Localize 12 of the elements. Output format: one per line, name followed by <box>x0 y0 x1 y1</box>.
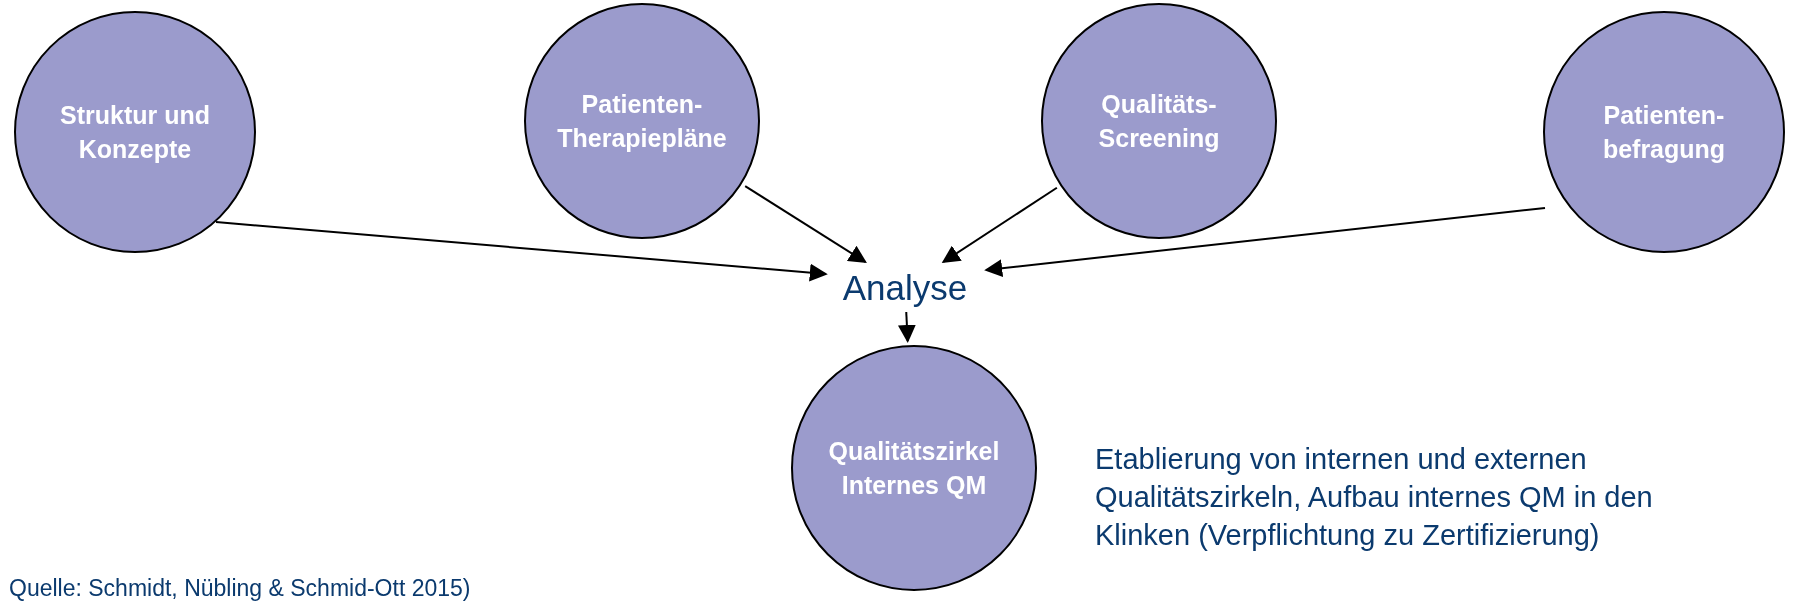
source-note: Quelle: Schmidt, Nübling & Schmid-Ott 2015) <box>9 574 471 602</box>
arrow <box>215 221 828 282</box>
arrow <box>941 186 1058 263</box>
circle-label: Qualitätszirkel Internes QM <box>827 436 1001 501</box>
circle-label: Qualitäts-Screening <box>1097 89 1221 154</box>
arrow <box>897 311 916 343</box>
note-text: Etablierung von internen und externen Qualitätszirkeln, Aufbau internes QM in den Klinken (Verpflichtung zu Zertifizierung) <box>1095 442 1654 553</box>
circle-label: Patienten-Therapiepläne <box>556 89 728 154</box>
circle-label: Struktur und Konzepte <box>59 100 211 165</box>
circle-label: Patienten-befragung <box>1601 100 1727 165</box>
arrow <box>744 185 867 263</box>
analysis-label: Analyse <box>830 264 980 310</box>
